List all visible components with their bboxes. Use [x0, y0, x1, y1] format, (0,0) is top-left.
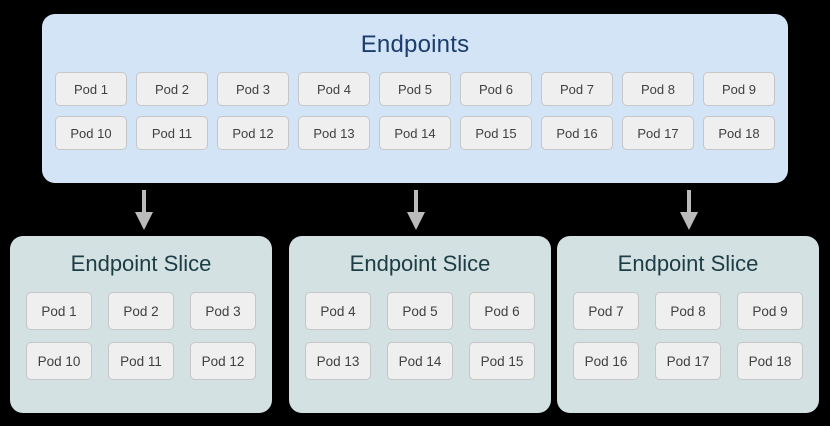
pod-chip[interactable]: Pod 5 [379, 72, 451, 106]
endpoint-slice-panel: Endpoint Slice Pod 1 Pod 2 Pod 3 Pod 10 … [10, 236, 272, 413]
endpoints-pod-row: Pod 10 Pod 11 Pod 12 Pod 13 Pod 14 Pod 1… [55, 116, 775, 150]
endpoints-pod-row: Pod 1 Pod 2 Pod 3 Pod 4 Pod 5 Pod 6 Pod … [55, 72, 775, 106]
pod-chip[interactable]: Pod 18 [703, 116, 775, 150]
slice-pod-row: Pod 4 Pod 5 Pod 6 [305, 292, 535, 330]
slice-pod-row: Pod 16 Pod 17 Pod 18 [573, 342, 803, 380]
pod-chip[interactable]: Pod 9 [737, 292, 803, 330]
slice-pod-row: Pod 10 Pod 11 Pod 12 [26, 342, 256, 380]
endpoint-slice-title: Endpoint Slice [617, 251, 759, 276]
pod-chip[interactable]: Pod 2 [108, 292, 174, 330]
pod-chip[interactable]: Pod 1 [55, 72, 127, 106]
pod-chip[interactable]: Pod 11 [136, 116, 208, 150]
pod-chip[interactable]: Pod 3 [190, 292, 256, 330]
slice-pod-row: Pod 13 Pod 14 Pod 15 [305, 342, 535, 380]
arrow-down-icon [680, 190, 698, 230]
arrow-down-icon [407, 190, 425, 230]
endpoint-slice-panel: Endpoint Slice Pod 7 Pod 8 Pod 9 Pod 16 … [557, 236, 819, 413]
endpoints-pod-grid: Pod 1 Pod 2 Pod 3 Pod 4 Pod 5 Pod 6 Pod … [42, 72, 788, 150]
pod-chip[interactable]: Pod 7 [541, 72, 613, 106]
pod-chip[interactable]: Pod 15 [460, 116, 532, 150]
pod-chip[interactable]: Pod 11 [108, 342, 174, 380]
pod-chip[interactable]: Pod 12 [190, 342, 256, 380]
pod-chip[interactable]: Pod 17 [622, 116, 694, 150]
pod-chip[interactable]: Pod 6 [469, 292, 535, 330]
endpoint-slice-title: Endpoint Slice [70, 251, 212, 276]
pod-chip[interactable]: Pod 4 [305, 292, 371, 330]
pod-chip[interactable]: Pod 3 [217, 72, 289, 106]
endpoints-panel: Endpoints Pod 1 Pod 2 Pod 3 Pod 4 Pod 5 … [42, 14, 788, 183]
pod-chip[interactable]: Pod 8 [655, 292, 721, 330]
arrow-down-icon [135, 190, 153, 230]
pod-chip[interactable]: Pod 13 [298, 116, 370, 150]
pod-chip[interactable]: Pod 18 [737, 342, 803, 380]
slice-pod-grid: Pod 4 Pod 5 Pod 6 Pod 13 Pod 14 Pod 15 [289, 292, 551, 380]
endpoint-slice-panel: Endpoint Slice Pod 4 Pod 5 Pod 6 Pod 13 … [289, 236, 551, 413]
pod-chip[interactable]: Pod 16 [573, 342, 639, 380]
pod-chip[interactable]: Pod 13 [305, 342, 371, 380]
pod-chip[interactable]: Pod 6 [460, 72, 532, 106]
pod-chip[interactable]: Pod 12 [217, 116, 289, 150]
pod-chip[interactable]: Pod 7 [573, 292, 639, 330]
slice-pod-grid: Pod 1 Pod 2 Pod 3 Pod 10 Pod 11 Pod 12 [10, 292, 272, 380]
pod-chip[interactable]: Pod 8 [622, 72, 694, 106]
pod-chip[interactable]: Pod 4 [298, 72, 370, 106]
endpoint-slice-title: Endpoint Slice [349, 251, 491, 276]
slice-pod-row: Pod 1 Pod 2 Pod 3 [26, 292, 256, 330]
pod-chip[interactable]: Pod 14 [379, 116, 451, 150]
pod-chip[interactable]: Pod 15 [469, 342, 535, 380]
pod-chip[interactable]: Pod 16 [541, 116, 613, 150]
pod-chip[interactable]: Pod 10 [26, 342, 92, 380]
pod-chip[interactable]: Pod 1 [26, 292, 92, 330]
slice-pod-grid: Pod 7 Pod 8 Pod 9 Pod 16 Pod 17 Pod 18 [557, 292, 819, 380]
pod-chip[interactable]: Pod 5 [387, 292, 453, 330]
pod-chip[interactable]: Pod 14 [387, 342, 453, 380]
slice-pod-row: Pod 7 Pod 8 Pod 9 [573, 292, 803, 330]
endpoints-title: Endpoints [360, 31, 470, 58]
pod-chip[interactable]: Pod 17 [655, 342, 721, 380]
pod-chip[interactable]: Pod 10 [55, 116, 127, 150]
pod-chip[interactable]: Pod 9 [703, 72, 775, 106]
pod-chip[interactable]: Pod 2 [136, 72, 208, 106]
